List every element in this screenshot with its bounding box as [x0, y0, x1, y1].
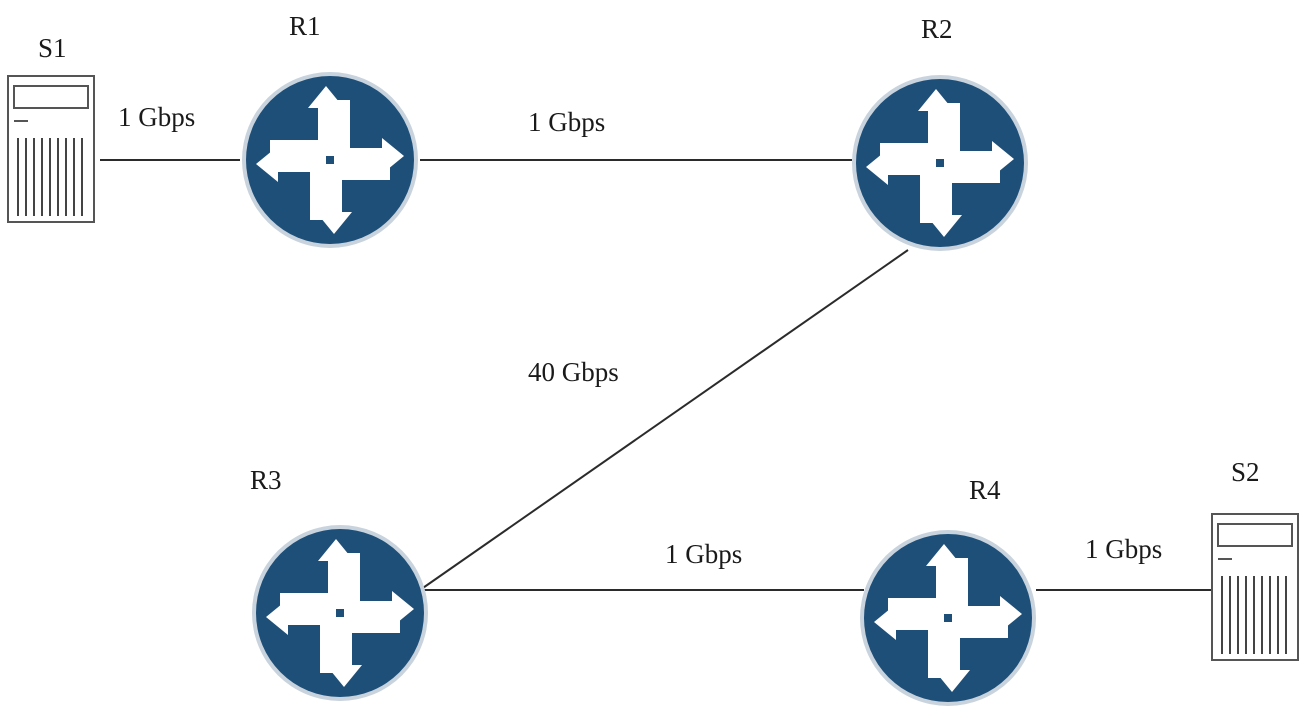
router-r2 [852, 75, 1028, 251]
link-label-r1-r2: 1 Gbps [528, 107, 605, 137]
label-r3: R3 [250, 465, 282, 495]
router-icon [852, 75, 1028, 251]
router-icon [860, 530, 1036, 706]
label-r2: R2 [921, 14, 953, 44]
label-r4: R4 [969, 475, 1001, 505]
label-s1: S1 [38, 33, 67, 63]
router-r3 [252, 525, 428, 701]
server-icon [7, 75, 95, 223]
server-s2 [1211, 513, 1299, 661]
link-label-r4-s2: 1 Gbps [1085, 534, 1162, 564]
server-s1 [7, 75, 95, 223]
router-icon [242, 72, 418, 248]
router-r4 [860, 530, 1036, 706]
server-icon [1211, 513, 1299, 661]
label-r1: R1 [289, 11, 321, 41]
link-label-r3-r4: 1 Gbps [665, 539, 742, 569]
link-label-s1-r1: 1 Gbps [118, 102, 195, 132]
label-s2: S2 [1231, 457, 1260, 487]
router-icon [252, 525, 428, 701]
link-r2-r3 [419, 249, 909, 591]
link-label-r2-r3: 40 Gbps [528, 357, 619, 387]
router-r1 [242, 72, 418, 248]
